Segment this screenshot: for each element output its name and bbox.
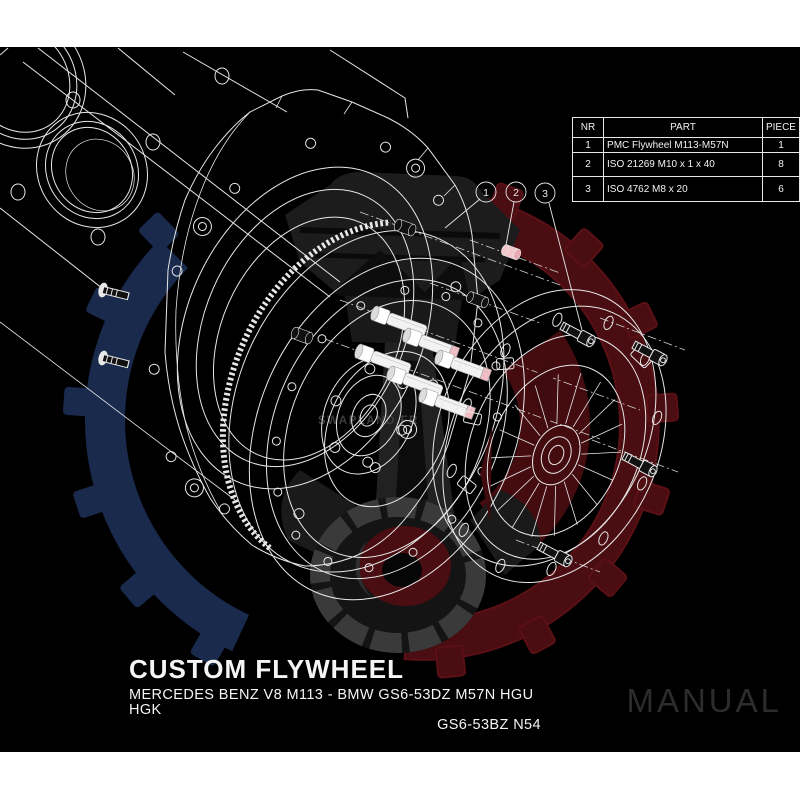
cell-part: ISO 21269 M10 x 1 x 40 <box>603 152 763 177</box>
engine-stud <box>98 350 130 369</box>
cell-nr: 1 <box>571 137 605 153</box>
page-title: CUSTOM FLYWHEEL <box>129 654 405 684</box>
subtitle: MERCEDES BENZ V8 M113 - BMW GS6-53DZ M57… <box>129 688 541 733</box>
col-header-piece: PIECE <box>761 117 800 138</box>
col-header-part: PART <box>603 117 763 138</box>
cell-nr: 2 <box>571 152 605 177</box>
bottom-margin-band <box>0 752 800 800</box>
table-row: 3 ISO 4762 M8 x 20 6 <box>571 176 800 202</box>
engine-stud <box>98 282 130 301</box>
engine-block-drawing <box>0 11 409 501</box>
callout-balloon-2: 2 <box>505 181 527 203</box>
flywheel-bolts-drawing <box>290 218 522 420</box>
cell-piece: 8 <box>761 152 800 177</box>
subtitle-line-2: GS6-53BZ N54 <box>437 717 541 733</box>
callout-label: 1 <box>483 187 489 199</box>
callout-label: 2 <box>513 187 519 199</box>
callout-2-target-nut <box>501 244 522 261</box>
top-margin-band <box>0 0 800 47</box>
clutch-bolts-drawing <box>536 321 668 568</box>
table-row: 1 PMC Flywheel M113-M57N 1 <box>571 137 800 153</box>
parts-table: NR PART PIECE 1 PMC Flywheel M113-M57N 1… <box>571 117 800 202</box>
callout-balloon-1: 1 <box>475 181 497 203</box>
watermark-text: SWAPLAND.FR <box>318 415 419 427</box>
callouts: 1 2 3 <box>444 181 583 331</box>
callout-label: 3 <box>542 188 548 200</box>
cell-piece: 6 <box>761 176 800 202</box>
cell-part: ISO 4762 M8 x 20 <box>603 176 763 202</box>
callout-balloon-3: 3 <box>534 182 556 204</box>
table-row: 2 ISO 21269 M10 x 1 x 40 8 <box>571 152 800 177</box>
cell-nr: 3 <box>571 176 605 202</box>
blue-gear-icon <box>62 212 250 666</box>
col-header-nr: NR <box>571 117 605 138</box>
cell-piece: 1 <box>761 137 800 153</box>
clutch-drawing <box>432 289 667 584</box>
title-block: CUSTOM FLYWHEEL MERCEDES BENZ V8 M113 - … <box>129 656 541 733</box>
cell-part: PMC Flywheel M113-M57N <box>603 137 763 153</box>
subtitle-line-1: MERCEDES BENZ V8 M113 - BMW GS6-53DZ M57… <box>129 687 534 718</box>
table-header-row: NR PART PIECE <box>571 117 800 138</box>
manual-label: MANUAL <box>626 682 782 719</box>
engine-silhouette-icon <box>281 172 540 653</box>
